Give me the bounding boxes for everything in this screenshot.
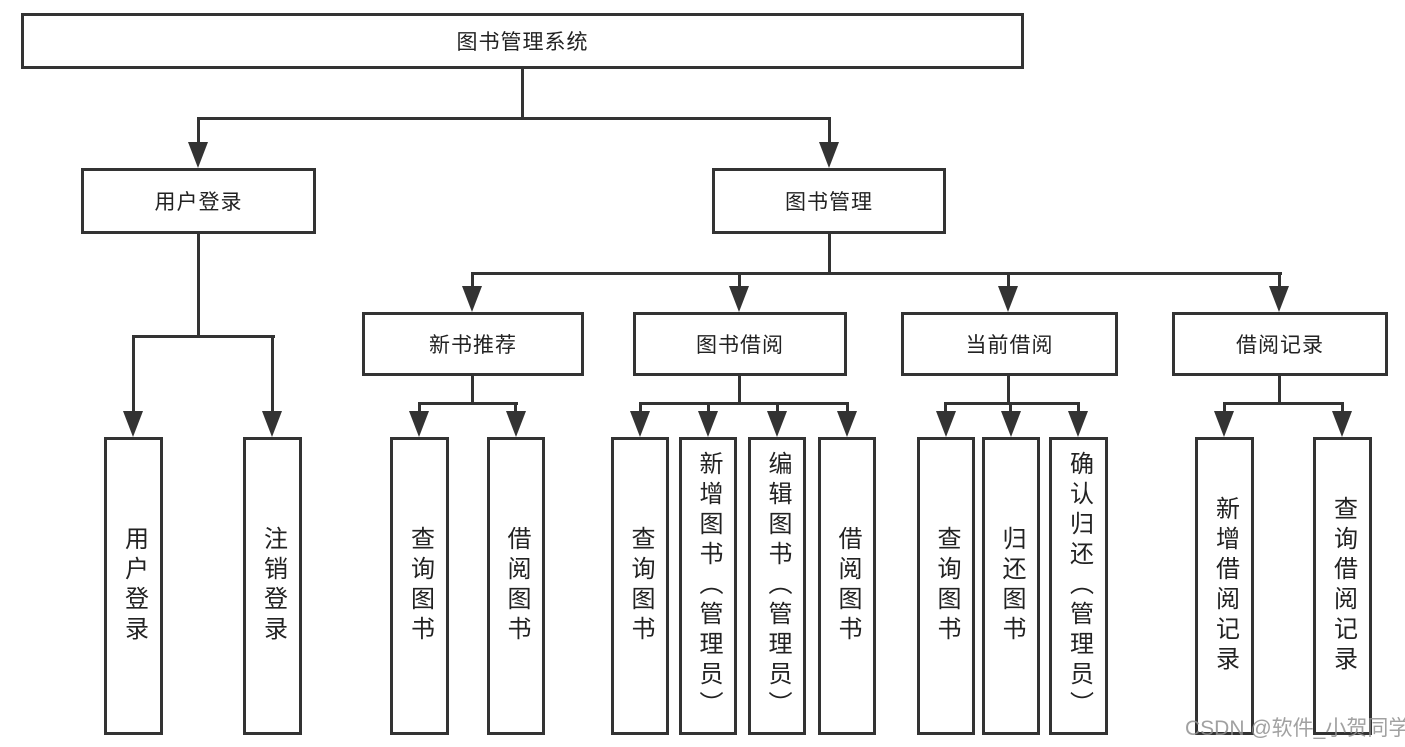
- connector-line: [1009, 402, 1012, 414]
- arrow-down-icon: [409, 411, 429, 437]
- connector-line: [1278, 375, 1281, 405]
- leaf-record-add-borrow-record-label: 新增借阅记录: [1211, 496, 1239, 676]
- leaf-borrow-borrow-books-label: 借阅图书: [834, 526, 861, 646]
- connector-line: [738, 272, 741, 288]
- leaf-newbook-borrow-books-label: 借阅图书: [503, 526, 530, 646]
- leaf-record-query-borrow-record: 查询借阅记录: [1313, 437, 1372, 735]
- connector-line: [132, 335, 275, 338]
- connector-line: [1223, 402, 1344, 405]
- node-current-borrow-label: 当前借阅: [965, 334, 1054, 357]
- node-book-management-label: 图书管理: [785, 191, 873, 214]
- connector-line: [776, 402, 779, 414]
- connector-line: [471, 272, 1282, 275]
- connector-line: [944, 402, 947, 414]
- arrow-down-icon: [1332, 411, 1352, 437]
- arrow-down-icon: [729, 286, 749, 312]
- leaf-borrow-add-books-admin: 新增图书（管理员）: [679, 437, 737, 735]
- node-book-borrow: 图书借阅: [633, 312, 847, 376]
- connector-line: [1007, 375, 1010, 405]
- node-current-borrow: 当前借阅: [901, 312, 1118, 376]
- connector-line: [271, 335, 274, 413]
- leaf-newbook-borrow-books: 借阅图书: [487, 437, 545, 735]
- connector-line: [1007, 272, 1010, 288]
- watermark: CSDN @软件_小贺同学: [1185, 717, 1405, 740]
- arrow-down-icon: [1269, 286, 1289, 312]
- leaf-borrow-query-books: 查询图书: [611, 437, 669, 735]
- arrow-down-icon: [262, 411, 282, 437]
- leaf-borrow-edit-books-admin: 编辑图书（管理员）: [748, 437, 806, 735]
- node-user-login-label: 用户登录: [154, 191, 243, 214]
- leaf-newbook-query-books-label: 查询图书: [406, 526, 434, 646]
- arrow-down-icon: [123, 411, 143, 437]
- leaf-current-return-books: 归还图书: [982, 437, 1040, 735]
- leaf-borrow-borrow-books: 借阅图书: [818, 437, 876, 735]
- node-new-book-recommend-label: 新书推荐: [429, 334, 517, 357]
- connector-line: [197, 233, 200, 337]
- leaf-record-query-borrow-record-label: 查询借阅记录: [1329, 496, 1357, 676]
- node-new-book-recommend: 新书推荐: [362, 312, 584, 376]
- arrow-down-icon: [188, 142, 208, 168]
- arrow-down-icon: [506, 411, 526, 437]
- arrow-down-icon: [837, 411, 857, 437]
- connector-line: [707, 402, 710, 414]
- leaf-user-login: 用户登录: [104, 437, 163, 735]
- leaf-user-login-label: 用户登录: [120, 526, 148, 646]
- connector-line: [828, 233, 831, 275]
- leaf-current-query-books: 查询图书: [917, 437, 975, 735]
- leaf-borrow-edit-books-admin-label: 编辑图书（管理员）: [764, 451, 791, 721]
- arrow-down-icon: [630, 411, 650, 437]
- arrow-down-icon: [936, 411, 956, 437]
- connector-line: [846, 402, 849, 414]
- leaf-current-query-books-label: 查询图书: [933, 526, 960, 646]
- connector-line: [197, 117, 831, 120]
- connector-line: [1077, 402, 1080, 414]
- leaf-current-confirm-return-admin: 确认归还（管理员）: [1049, 437, 1108, 735]
- connector-line: [1341, 402, 1344, 414]
- arrow-down-icon: [698, 411, 718, 437]
- node-user-login: 用户登录: [81, 168, 316, 234]
- leaf-record-add-borrow-record: 新增借阅记录: [1195, 437, 1254, 735]
- connector-line: [944, 402, 1080, 405]
- connector-line: [1278, 272, 1281, 288]
- connector-line: [418, 402, 518, 405]
- connector-line: [639, 402, 642, 414]
- leaf-borrow-add-books-admin-label: 新增图书（管理员）: [695, 451, 722, 721]
- connector-line: [471, 272, 474, 288]
- node-borrow-record: 借阅记录: [1172, 312, 1388, 376]
- leaf-newbook-query-books: 查询图书: [390, 437, 449, 735]
- connector-line: [471, 375, 474, 405]
- connector-line: [418, 402, 421, 414]
- arrow-down-icon: [1214, 411, 1234, 437]
- connector-line: [132, 335, 135, 413]
- connector-line: [197, 117, 200, 144]
- leaf-current-return-books-label: 归还图书: [998, 526, 1025, 646]
- node-borrow-record-label: 借阅记录: [1236, 334, 1324, 357]
- node-book-borrow-label: 图书借阅: [696, 334, 784, 357]
- arrow-down-icon: [1068, 411, 1088, 437]
- leaf-current-confirm-return-admin-label: 确认归还（管理员）: [1065, 451, 1093, 721]
- arrow-down-icon: [462, 286, 482, 312]
- connector-line: [514, 402, 517, 414]
- node-root: 图书管理系统: [21, 13, 1024, 69]
- node-root-label: 图书管理系统: [456, 31, 589, 54]
- connector-line: [1223, 402, 1226, 414]
- connector-line: [521, 68, 524, 120]
- leaf-borrow-query-books-label: 查询图书: [627, 526, 654, 646]
- node-book-management: 图书管理: [712, 168, 946, 234]
- arrow-down-icon: [819, 142, 839, 168]
- connector-line: [639, 402, 849, 405]
- leaf-logout-label: 注销登录: [259, 526, 287, 646]
- arrow-down-icon: [998, 286, 1018, 312]
- connector-line: [738, 375, 741, 405]
- arrow-down-icon: [1001, 411, 1021, 437]
- leaf-logout: 注销登录: [243, 437, 302, 735]
- arrow-down-icon: [767, 411, 787, 437]
- connector-line: [828, 117, 831, 144]
